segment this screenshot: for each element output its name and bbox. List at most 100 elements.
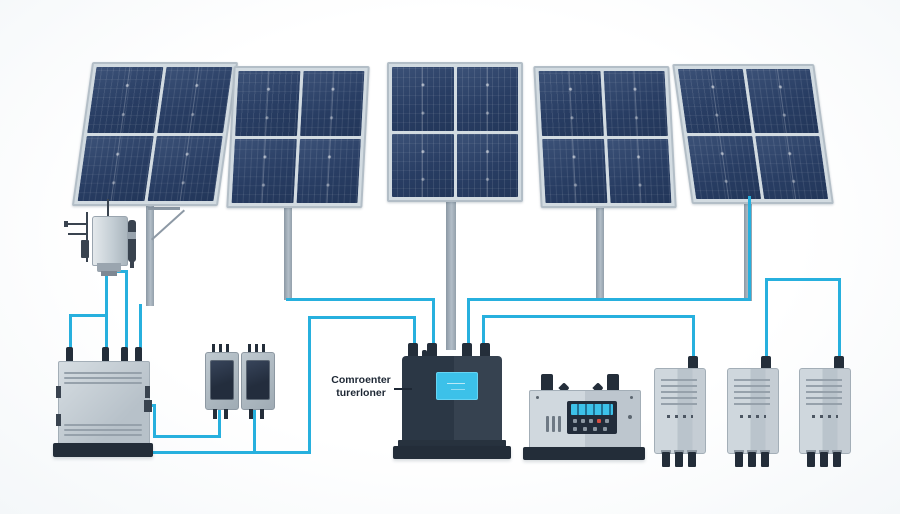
antenna-box (81, 240, 89, 258)
station-vent (546, 416, 549, 432)
probe-device (128, 220, 136, 262)
sensor-neck (101, 271, 117, 276)
panel-pole-3 (446, 190, 456, 350)
side-clip (56, 386, 61, 398)
battery-vents (661, 379, 697, 405)
battery-bottom-connector (761, 452, 769, 467)
antenna-arm (68, 233, 88, 235)
vent-line (64, 372, 142, 374)
panel-pole-2 (284, 198, 292, 300)
station-button-red (597, 419, 601, 423)
battery-bottom-connector (675, 452, 683, 467)
optimizer-pin (226, 344, 229, 353)
battery-bottom-connector (807, 452, 815, 467)
battery-top-connector (688, 356, 698, 371)
optimizer-face (210, 360, 234, 400)
battery-vents (806, 379, 842, 405)
panel-cell (77, 135, 154, 201)
panel-cell (687, 135, 761, 199)
optimizer-leg (260, 409, 264, 419)
station-post (607, 374, 619, 392)
panel-cell (392, 133, 454, 197)
solar-array-1 (71, 62, 239, 206)
panel-cell (156, 67, 233, 133)
wire-segment (308, 316, 416, 319)
battery-top-connector (761, 356, 771, 371)
station-button (605, 419, 609, 423)
battery-bottom-connector (735, 452, 743, 467)
panel-cell (606, 138, 672, 203)
optimizer-pin (219, 344, 222, 353)
solar-array-5 (672, 64, 834, 204)
inverter-nub (422, 350, 427, 358)
panel-cell (235, 71, 300, 136)
probe-band (128, 232, 136, 239)
screw (536, 396, 539, 399)
panel-cell (542, 138, 607, 203)
pole-bracket-bar (148, 207, 180, 210)
optimizer-pin (248, 344, 251, 353)
optimizer-pin (255, 344, 258, 353)
wire-segment (153, 404, 156, 438)
wire-segment (139, 304, 142, 362)
antenna-arm (66, 223, 88, 225)
wire-segment (153, 435, 221, 438)
side-clip (56, 414, 61, 426)
optimizer-1 (205, 352, 239, 410)
optimizer-face (246, 360, 270, 400)
screw (628, 415, 632, 419)
panel-cell (538, 71, 604, 136)
antenna-rod (107, 199, 109, 217)
battery-bottom-connector (748, 452, 756, 467)
battery-top-connector (834, 356, 844, 371)
wire-segment (482, 315, 695, 318)
panel-cell (299, 71, 365, 136)
panel-cell (603, 71, 668, 136)
panel-cell (456, 133, 518, 197)
inverter-base (393, 446, 511, 459)
optimizer-leg (213, 409, 217, 419)
wire-segment (692, 315, 695, 373)
panel-pole-4 (596, 198, 604, 300)
wire-segment (482, 315, 485, 348)
station-vent (552, 416, 555, 432)
station-vent (558, 416, 561, 432)
panel-cell (754, 135, 829, 199)
panel-cell (147, 135, 223, 201)
inverter-display (436, 372, 478, 400)
wire-segment (69, 314, 108, 317)
inverter-terminal (480, 343, 490, 361)
optimizer-leg (224, 409, 228, 419)
label-leader-line (394, 388, 412, 390)
wire-segment (467, 298, 470, 348)
battery-indicators (667, 415, 693, 418)
optimizer-2 (241, 352, 275, 410)
terminal-post (135, 347, 142, 363)
terminal-post (66, 347, 73, 363)
inverter-terminal (462, 343, 472, 361)
wire-segment (218, 402, 221, 438)
vent-line (64, 429, 142, 431)
inverter-label-line1: Comroenter (331, 374, 391, 386)
wire-segment (140, 451, 311, 454)
wire-segment (748, 196, 751, 301)
station-button (573, 427, 577, 431)
wire-segment (253, 402, 256, 454)
inverter-label: Comroenter turerloner (330, 374, 392, 400)
battery-indicators (740, 415, 766, 418)
optimizer-pin (212, 344, 215, 353)
screw (630, 396, 633, 399)
optimizer-leg (249, 409, 253, 419)
station-button (603, 427, 607, 431)
station-lcd (571, 404, 613, 415)
solar-array-4 (533, 66, 677, 208)
station-button (589, 419, 593, 423)
panel-cell (456, 67, 518, 131)
station-base (523, 447, 645, 460)
terminal-post (121, 347, 128, 363)
probe-tip (130, 261, 134, 268)
output-connector (144, 400, 152, 412)
pole-bracket-brace (150, 209, 186, 241)
wire-segment (413, 316, 416, 348)
wire-segment (286, 298, 435, 301)
